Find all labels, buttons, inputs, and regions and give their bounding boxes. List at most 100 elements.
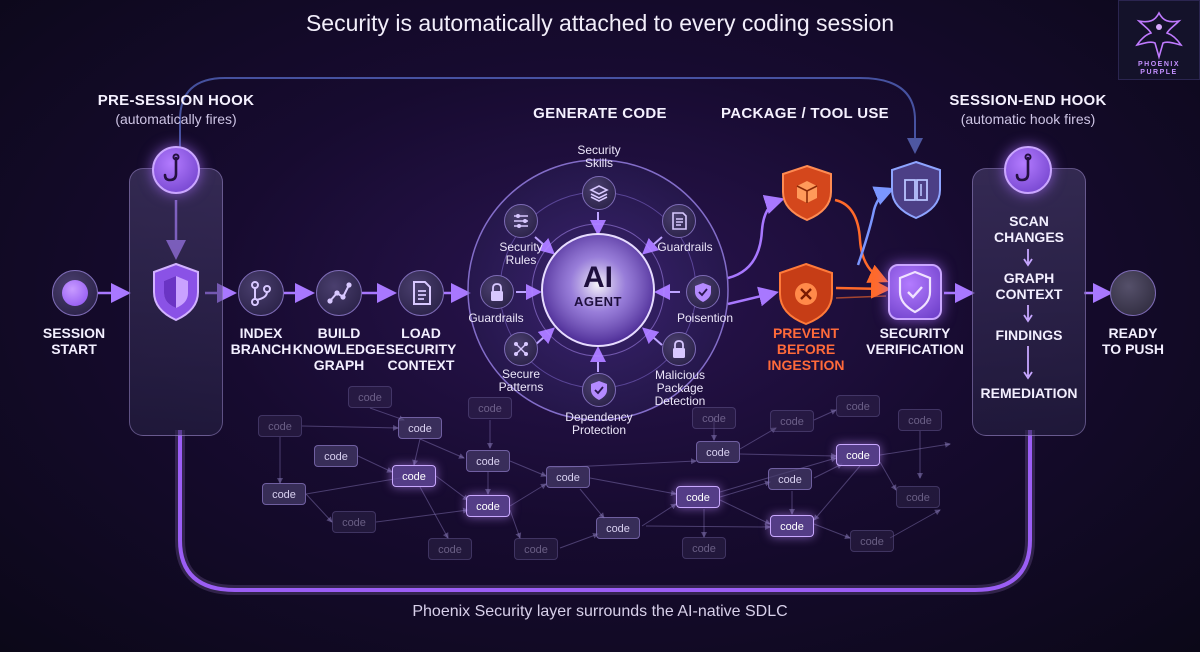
code-node: code (514, 538, 558, 560)
ai-agent-line2: AGENT (574, 294, 622, 309)
malicious-package-detection-node (662, 332, 696, 366)
package-tool-use-title: PACKAGE / TOOL USE (721, 105, 889, 122)
security-loop (178, 430, 1032, 592)
sliders-icon (514, 214, 528, 228)
code-node: code (546, 466, 590, 488)
pre-hook-node (152, 146, 200, 194)
code-node: code (836, 395, 880, 417)
shield-check-icon (695, 283, 711, 302)
pre-session-hook-title: PRE-SESSION HOOK (97, 92, 255, 109)
code-node: code (770, 515, 814, 537)
document-icon (413, 281, 431, 305)
code-node: code (676, 486, 720, 508)
end-arrow-2 (1023, 305, 1033, 325)
secure-patterns-node (504, 332, 538, 366)
code-node: code (468, 397, 512, 419)
code-node: code (314, 445, 358, 467)
code-node: code (348, 386, 392, 408)
code-node: code (682, 537, 726, 559)
load-security-context-node (398, 270, 444, 316)
prevent-shield-icon (779, 262, 833, 326)
security-verification-node (888, 264, 942, 320)
ai-agent-line1: AI (583, 261, 613, 294)
package-shield-icon (782, 164, 832, 222)
git-branch-icon (251, 281, 271, 306)
security-rules-node (504, 204, 538, 238)
code-node: code (398, 417, 442, 439)
code-node: code (466, 450, 510, 472)
logo-line1: PHOENIX (1137, 61, 1180, 68)
pattern-icon (514, 342, 528, 356)
end-arrow-1 (1023, 249, 1033, 269)
lock-icon (673, 340, 685, 358)
end-step-findings: FINDINGS (995, 327, 1063, 343)
code-node: code (770, 410, 814, 432)
dependency-protection-node (582, 373, 616, 407)
guardrails-left-node (480, 275, 514, 309)
index-branch-node (238, 270, 284, 316)
pre-session-hook-subtitle: (automatically fires) (115, 111, 237, 127)
shield-check-icon (898, 270, 932, 314)
footer-caption: Phoenix Security layer surrounds the AI-… (412, 603, 788, 620)
code-node: code (466, 495, 510, 517)
session-start-node (52, 270, 98, 316)
security-skills-node (582, 176, 616, 210)
session-end-hook-subtitle: (automatic hook fires) (960, 111, 1096, 127)
code-node: code (696, 441, 740, 463)
session-end-hook-panel (972, 168, 1086, 436)
poisention-node (686, 275, 720, 309)
code-node: code (896, 486, 940, 508)
generate-code-title: GENERATE CODE (533, 105, 667, 122)
hook-icon (163, 153, 180, 182)
lock-icon (491, 283, 503, 301)
code-node: code (262, 483, 306, 505)
code-node: code (596, 517, 640, 539)
code-node: code (692, 407, 736, 429)
code-graph-edges (277, 407, 951, 549)
guardrails-top-node (662, 204, 696, 238)
code-node: code (392, 465, 436, 487)
hook-icon (1015, 153, 1032, 182)
ready-to-push-node (1110, 270, 1156, 316)
poisention-label: Poisention (676, 311, 734, 325)
code-node: code (898, 409, 942, 431)
shield-check-icon (591, 381, 607, 400)
code-node: code (258, 415, 302, 437)
ai-agent-core: AI AGENT (548, 261, 648, 310)
checklist-icon (672, 212, 687, 230)
logo-line2: PURPLE (1140, 69, 1178, 76)
end-hook-node (1004, 146, 1052, 194)
code-node: code (428, 538, 472, 560)
guardrails-top-label: Guardrails (657, 240, 713, 254)
code-node: code (768, 468, 812, 490)
layers-icon (589, 185, 609, 202)
tool-shield-icon (891, 160, 941, 220)
code-node: code (332, 511, 376, 533)
phoenix-icon (1135, 11, 1183, 60)
code-node: code (836, 444, 880, 466)
graph-icon (327, 282, 352, 304)
page-title: Security is automatically attached to ev… (305, 10, 895, 36)
code-node: code (850, 530, 894, 552)
end-step-remediation: REMEDIATION (980, 385, 1078, 401)
build-knowledge-graph-node (316, 270, 362, 316)
session-end-hook-title: SESSION-END HOOK (949, 92, 1107, 109)
guardrails-left-label: Guardrails (468, 311, 524, 325)
end-arrow-3 (1023, 346, 1033, 382)
shield-icon (153, 262, 199, 322)
